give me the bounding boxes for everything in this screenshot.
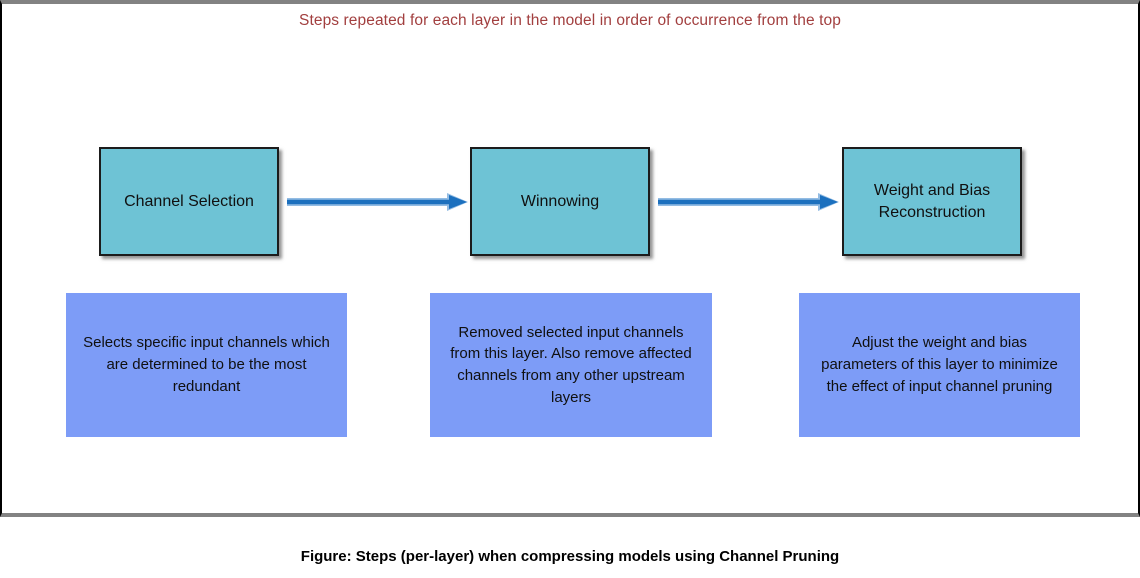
description-box-weight-bias-reconstruction: Adjust the weight and bias parameters of… xyxy=(799,293,1080,437)
step-label: Weight and Bias Reconstruction xyxy=(873,181,991,221)
diagram-title: Steps repeated for each layer in the mod… xyxy=(299,12,841,29)
arrow-right-icon xyxy=(658,193,839,211)
description-text: Adjust the weight and bias parameters of… xyxy=(821,334,1058,395)
step-box-winnowing: Winnowing xyxy=(470,147,650,256)
step-label: Winnowing xyxy=(520,192,600,210)
step-box-channel-selection: Channel Selection xyxy=(99,147,279,256)
step-box-weight-bias-reconstruction: Weight and Bias Reconstruction xyxy=(842,147,1022,256)
description-box-winnowing: Removed selected input channels from thi… xyxy=(430,293,712,437)
description-box-channel-selection: Selects specific input channels which ar… xyxy=(66,293,347,437)
description-text: Removed selected input channels from thi… xyxy=(450,323,692,406)
step-label: Channel Selection xyxy=(124,192,254,210)
diagram-panel: Steps repeated for each layer in the mod… xyxy=(0,0,1140,517)
figure-caption: Figure: Steps (per-layer) when compressi… xyxy=(300,548,840,565)
arrow-right-icon xyxy=(287,193,468,211)
description-text: Selects specific input channels which ar… xyxy=(83,334,330,395)
